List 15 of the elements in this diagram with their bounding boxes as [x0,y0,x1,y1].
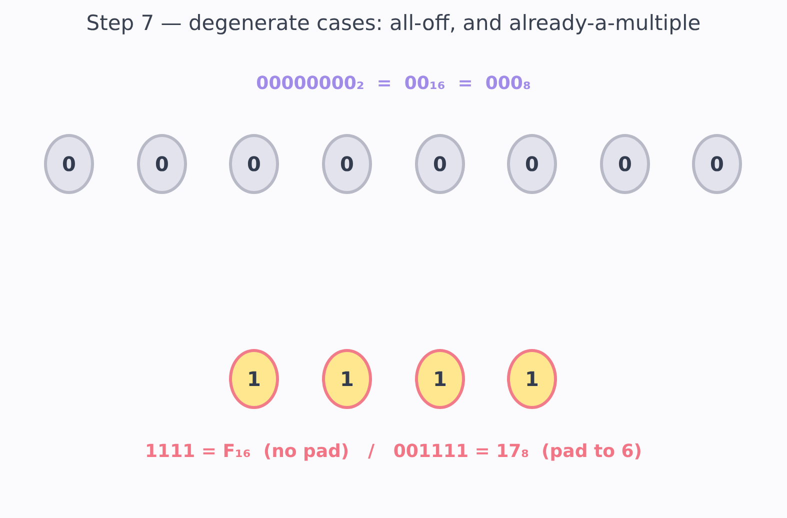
bit-value: 1 [340,367,354,391]
bit-value: 0 [340,152,354,176]
bit-value: 0 [525,152,539,176]
bit-value: 0 [433,152,447,176]
title: Step 7 — degenerate cases: all-off, and already-a-multiple [85,11,702,35]
bit-value: 1 [433,367,447,391]
bit-value: 0 [618,152,632,176]
bit-value: 1 [525,367,539,391]
bit-value: 0 [247,152,261,176]
notation-equation: 00000000₂ = 00₁₆ = 000₈ [255,73,532,94]
bit-value: 0 [710,152,724,176]
notation-equation: 1111 = F₁₆ (no pad) / 001111 = 17₈ (pad to 6) [144,441,643,462]
bit-value: 1 [247,367,261,391]
bit-value: 0 [155,152,169,176]
bit-value: 0 [62,152,76,176]
